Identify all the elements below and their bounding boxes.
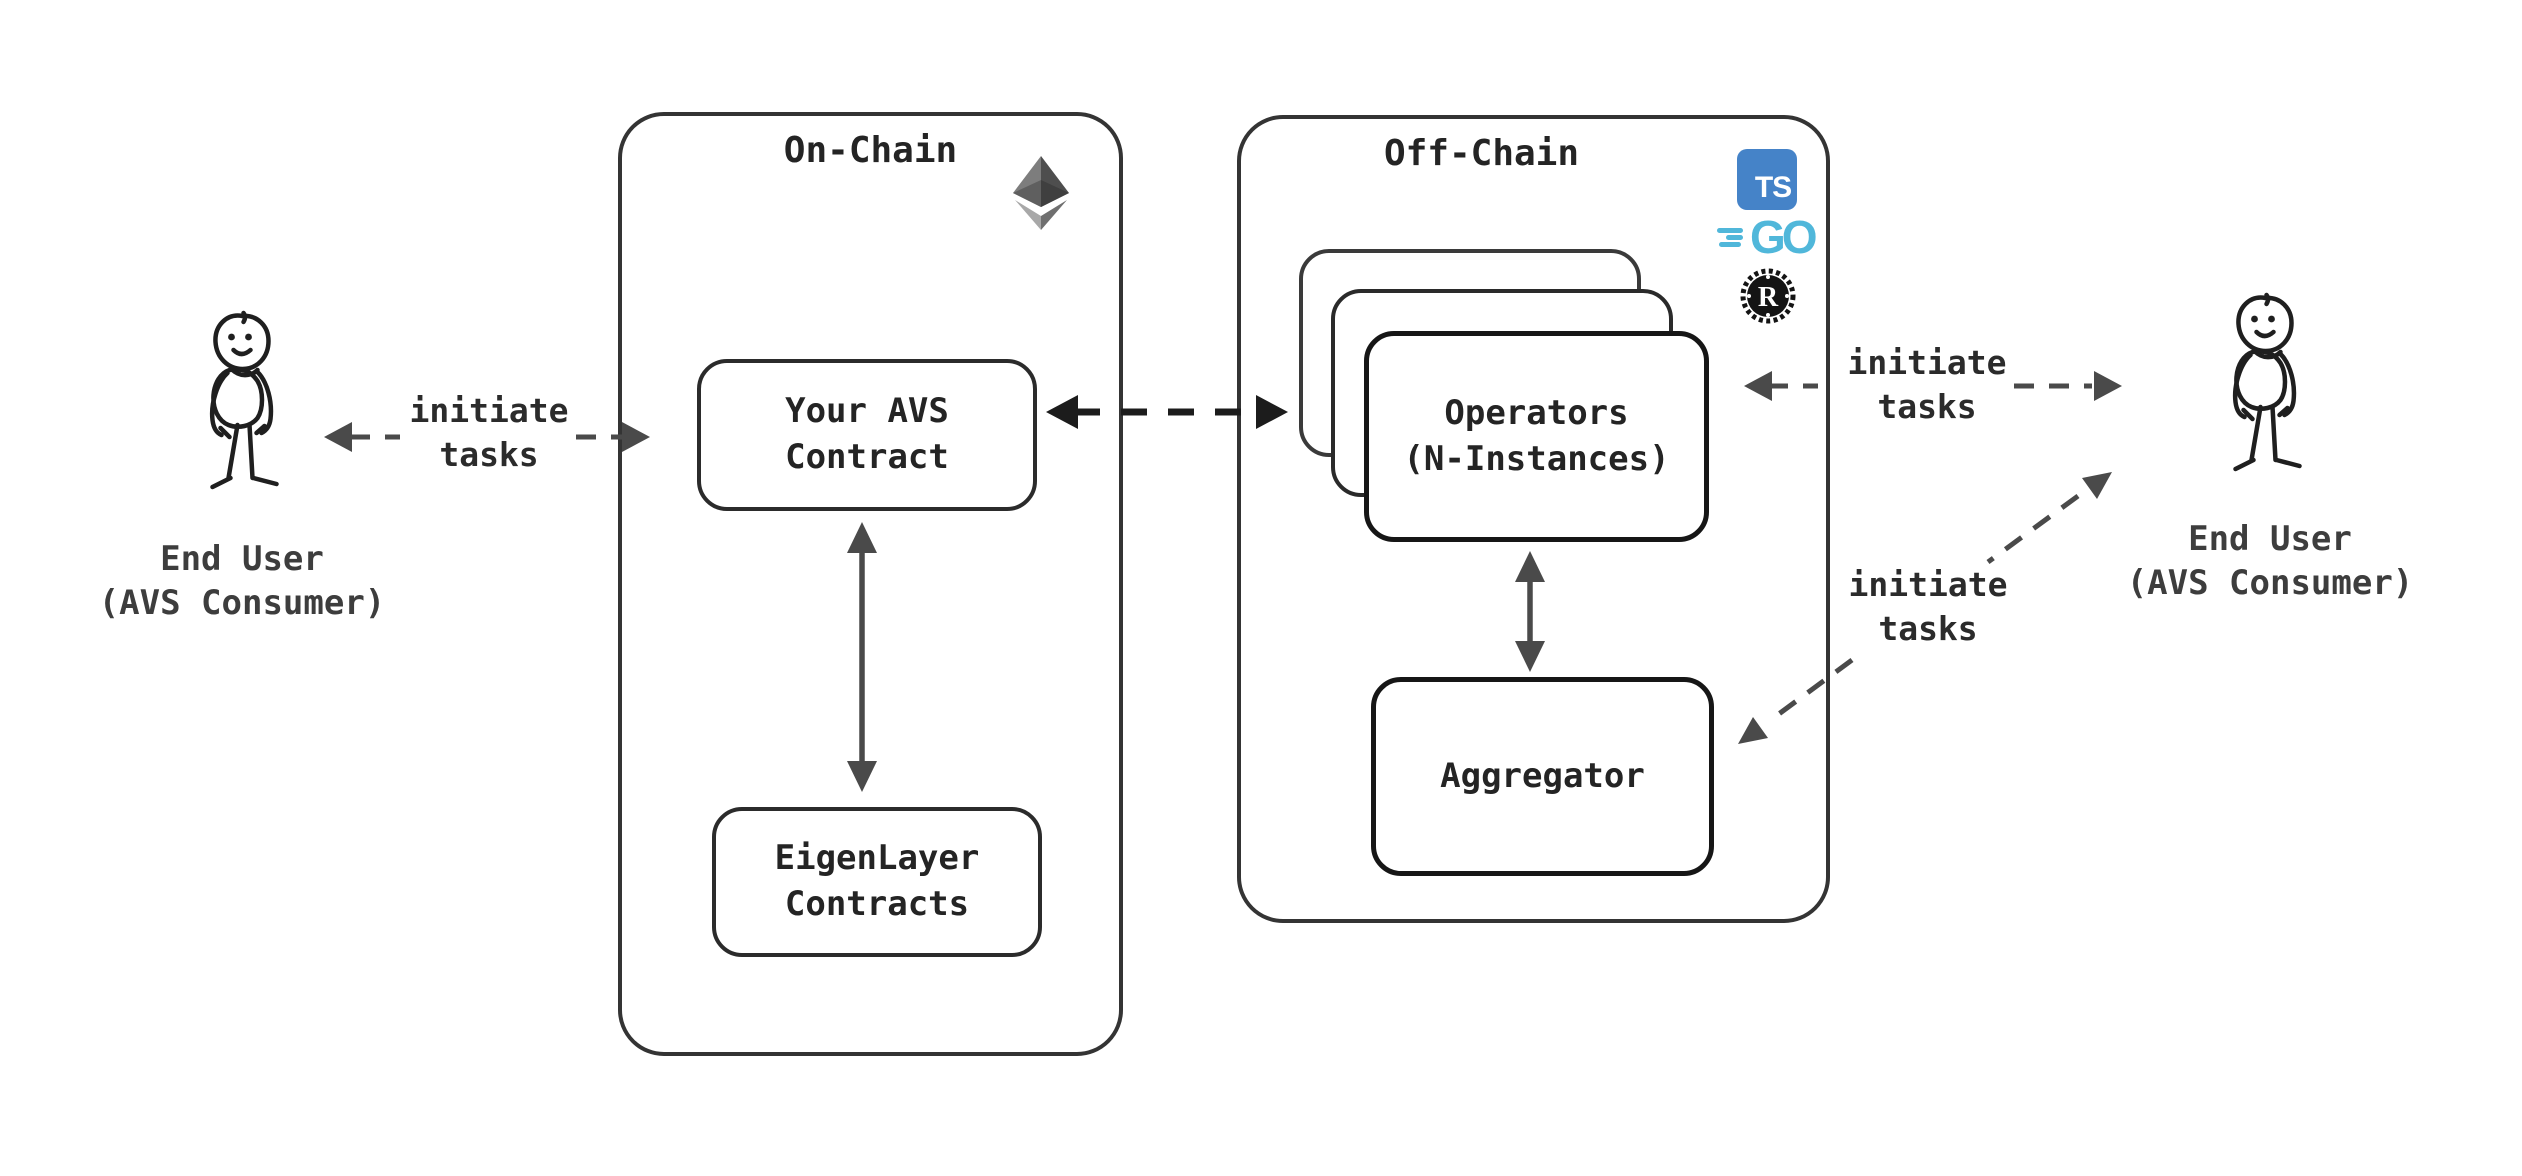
go-icon: GO	[1717, 211, 1818, 263]
your-avs-contract-label: Your AVS Contract	[785, 391, 949, 477]
edge-label-initiate-tasks-right-top: initiate tasks	[1847, 343, 2007, 426]
end-user-left-label: End User (AVS Consumer)	[98, 539, 386, 623]
aggregator-box: Aggregator	[1371, 677, 1714, 876]
edge-label-initiate-tasks-right-bottom: initiate tasks	[1848, 565, 2008, 648]
off-chain-container: Off-Chain TS GO R Operators (N-Instances…	[1237, 115, 1830, 923]
ethereum-icon	[1013, 156, 1069, 230]
eigenlayer-contracts-label: EigenLayer Contracts	[774, 838, 980, 924]
svg-text:R: R	[1758, 282, 1779, 313]
typescript-icon: TS	[1737, 149, 1797, 210]
on-chain-container: On-Chain Your AVS Contract EigenLayer Co…	[618, 112, 1123, 1056]
edge-label-initiate-tasks-left: initiate tasks	[409, 391, 569, 474]
aggregator-label: Aggregator	[1440, 755, 1645, 796]
end-user-left-figure	[209, 310, 279, 490]
go-icon-text: GO	[1750, 211, 1818, 263]
go-icon-speedlines	[1717, 224, 1747, 250]
operators-box-front: Operators (N-Instances)	[1364, 331, 1709, 542]
operators-label: Operators (N-Instances)	[1403, 392, 1670, 479]
your-avs-contract-box: Your AVS Contract	[697, 359, 1037, 511]
end-user-right-figure	[2232, 292, 2302, 472]
end-user-right-label: End User (AVS Consumer)	[2126, 519, 2414, 603]
eigenlayer-contracts-box: EigenLayer Contracts	[712, 807, 1042, 957]
typescript-icon-text: TS	[1754, 171, 1792, 204]
off-chain-title: Off-Chain	[1383, 133, 1580, 174]
rust-icon: R	[1740, 268, 1796, 324]
on-chain-title: On-Chain	[783, 130, 958, 171]
